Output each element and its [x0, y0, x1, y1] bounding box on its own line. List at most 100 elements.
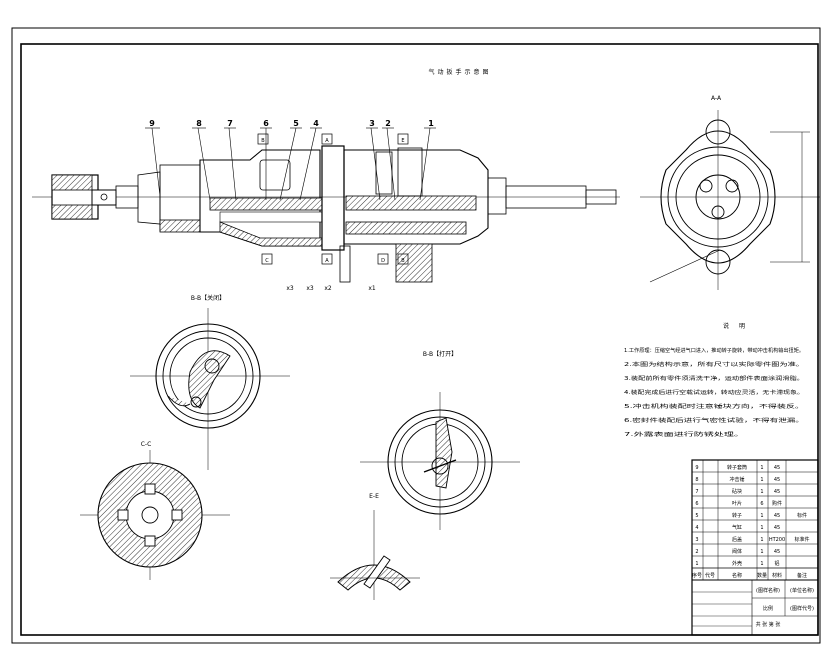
bom-cell-mat: 购件: [772, 500, 782, 507]
air-hose-end: [585, 189, 617, 205]
label-bb-open: B-B【打开】: [423, 350, 457, 358]
marker-e-top: E: [401, 138, 404, 144]
trigger-lever: [395, 243, 433, 283]
bom-h-note: 备注: [797, 572, 807, 579]
bom-h-code: 代号: [705, 572, 715, 579]
view-bb-closed: [130, 308, 290, 470]
bom-cell-no: 1: [695, 561, 698, 567]
bom-cell-no: 6: [695, 501, 698, 507]
bom-cell-name: 外壳: [732, 560, 742, 567]
bom-cell-qty: 1: [760, 561, 763, 567]
part-no-7: 7: [227, 119, 233, 128]
inner-frame: [20, 43, 819, 636]
bom-cell-no: 2: [695, 549, 698, 555]
view-cc: [80, 450, 230, 580]
bom-cell-qty: 1: [760, 477, 763, 483]
marker-a-top: A: [325, 138, 329, 144]
note-line-1: 1.工作原理：压缩空气经进气口进入，推动转子旋转，带动冲击机构输出扭矩。: [624, 347, 804, 354]
label-bb-closed: B-B【关闭】: [191, 294, 225, 302]
note-line-4: 4.装配完成后进行空载试运转，转动应灵活，无卡滞现象。: [624, 389, 804, 396]
title-block-scale: 比例: [763, 605, 773, 612]
valve-chamber: [259, 159, 291, 191]
note-line-2: 2.本图为结构示意，所有尺寸以实际零件图为准。: [624, 361, 804, 368]
callout-x3-b: x3: [306, 285, 314, 292]
rotor-cut: [219, 211, 323, 223]
marker-d-bottom: D: [381, 258, 385, 264]
front-housing: [137, 171, 161, 225]
part-no-3: 3: [369, 119, 375, 128]
bom-cell-name: 冲击锤: [729, 476, 744, 483]
bom-cell-name: 气缸: [732, 524, 742, 531]
callout-x3-a: x3: [286, 285, 294, 292]
bom-cell-mat: 铝: [774, 560, 779, 567]
bom-cell-mat: 45: [774, 465, 780, 471]
bom-cell-name: 转子: [732, 512, 742, 519]
bom-cell-name: 砧块: [732, 488, 742, 495]
inlet-fitting: [487, 177, 507, 215]
bom-cell-mat: 45: [774, 525, 780, 531]
bom-cell-qty: 1: [760, 489, 763, 495]
drawing-title: 气动扳手示意图: [428, 68, 491, 76]
bom-cell-name: 转子套筒: [727, 464, 747, 471]
trigger-block: [339, 245, 351, 283]
part-no-9: 9: [149, 119, 155, 128]
notes-heading: 说 明: [723, 322, 749, 330]
part-no-5: 5: [293, 119, 299, 128]
part-no-4: 4: [313, 119, 319, 128]
view-aa: [640, 110, 820, 290]
note-line-3: 3.装配前所有零件须清洗干净，运动部件表面涂润滑脂。: [624, 375, 804, 382]
part-no-6: 6: [263, 119, 269, 128]
marker-c-bottom: C: [265, 258, 269, 264]
section-markers: [257, 133, 409, 265]
marker-b-top: B: [261, 138, 265, 144]
view-ee: [330, 510, 420, 600]
bom-cell-no: 4: [695, 525, 698, 531]
bom-cell-qty: 1: [760, 513, 763, 519]
hammer-case-bot: [159, 219, 201, 233]
part-no-8: 8: [196, 119, 202, 128]
bom-h-qty: 数量: [757, 572, 767, 579]
socket-hatch-bottom: [51, 204, 93, 220]
title-block-sheet: 共 张 第 张: [756, 621, 781, 628]
main-assembly-view: [32, 145, 620, 283]
bom-cell-no: 9: [695, 465, 698, 471]
bom-header: 序号 代号 名称 数量 材料 备注: [692, 572, 807, 579]
socket-square-drive: [91, 189, 117, 206]
bom-cell-name: 阀体: [732, 548, 742, 555]
bom-cell-qty: 1: [760, 525, 763, 531]
callout-labels: x3 x3 x2 x1: [286, 285, 376, 292]
bom-cell-mat: 45: [774, 549, 780, 555]
note-line-6: 6.密封件装配后进行气密性试验，不得有泄漏。: [624, 417, 804, 424]
part-leaders: [145, 127, 436, 201]
mid-flange: [321, 145, 345, 251]
bom-cell-mat: 45: [774, 513, 780, 519]
bom-cell-no: 5: [695, 513, 698, 519]
callout-x2: x2: [324, 285, 332, 292]
note-line-7: 7.外露表面进行防锈处理。: [624, 431, 744, 438]
bom-table: [691, 459, 819, 636]
bom-cell-qty: 1: [760, 549, 763, 555]
rear-housing: [343, 149, 489, 245]
part-number-labels: 9 8 7 6 5 4 3 2 1: [149, 119, 434, 128]
bom-cell-no: 3: [695, 537, 698, 543]
bom-h-mat: 材料: [772, 572, 782, 579]
title-block-unit: (单位名称): [790, 587, 814, 594]
view-bb-open: [360, 392, 520, 530]
section-marker-letters: B A E C A D B: [261, 138, 405, 264]
part-no-1: 1: [428, 119, 434, 128]
bom-row: 5 转子 1 45 标件: [695, 512, 807, 519]
label-ee: E-E: [369, 493, 379, 500]
rear-grip-2: [397, 147, 423, 197]
notes-text: 1.工作原理：压缩空气经进气口进入，推动转子旋转，带动冲击机构输出扭矩。 2.本…: [624, 347, 804, 438]
bom-h-no: 序号: [692, 572, 702, 579]
bom-row: 2 阀体 1 45: [695, 548, 780, 555]
title-block-code: (图样代号): [790, 605, 814, 612]
bom-cell-note: 标件: [797, 512, 807, 519]
